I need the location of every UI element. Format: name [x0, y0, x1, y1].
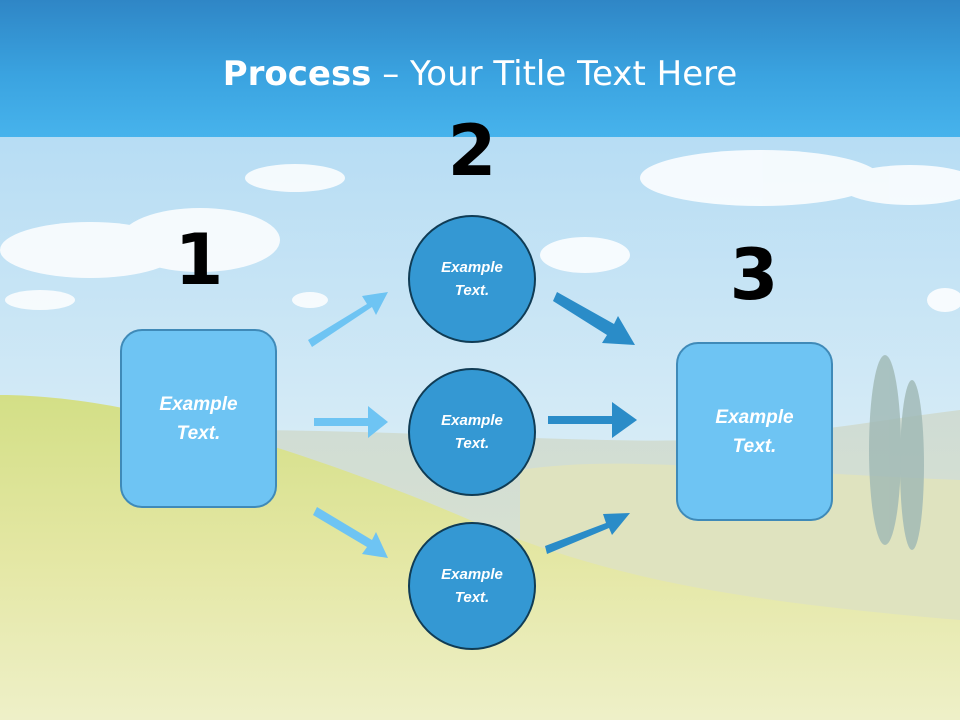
step-2-circle-top: Example Text.: [408, 215, 536, 343]
arrow-box1-to-circle-top: [308, 292, 388, 347]
step-1-box: Example Text.: [120, 329, 277, 508]
step-2-circle-middle: Example Text.: [408, 368, 536, 496]
slide-title: Process – Your Title Text Here: [0, 52, 960, 96]
arrow-circle-bottom-to-box3: [545, 513, 630, 554]
step-3-box: Example Text.: [676, 342, 833, 521]
title-rest: – Your Title Text Here: [371, 54, 738, 94]
cypress-trees: [869, 355, 924, 550]
arrow-circle-middle-to-box3: [548, 402, 637, 438]
header-bar: [0, 0, 960, 137]
step-number-3: 3: [729, 234, 779, 316]
arrow-circle-top-to-box3: [553, 292, 635, 345]
title-bold: Process: [222, 54, 372, 94]
step-number-1: 1: [174, 219, 224, 301]
clouds: [0, 150, 960, 312]
step-number-2: 2: [447, 110, 497, 192]
arrow-box1-to-circle-middle: [314, 406, 388, 438]
step-2-circle-bottom: Example Text.: [408, 522, 536, 650]
arrow-box1-to-circle-bottom: [313, 507, 388, 558]
